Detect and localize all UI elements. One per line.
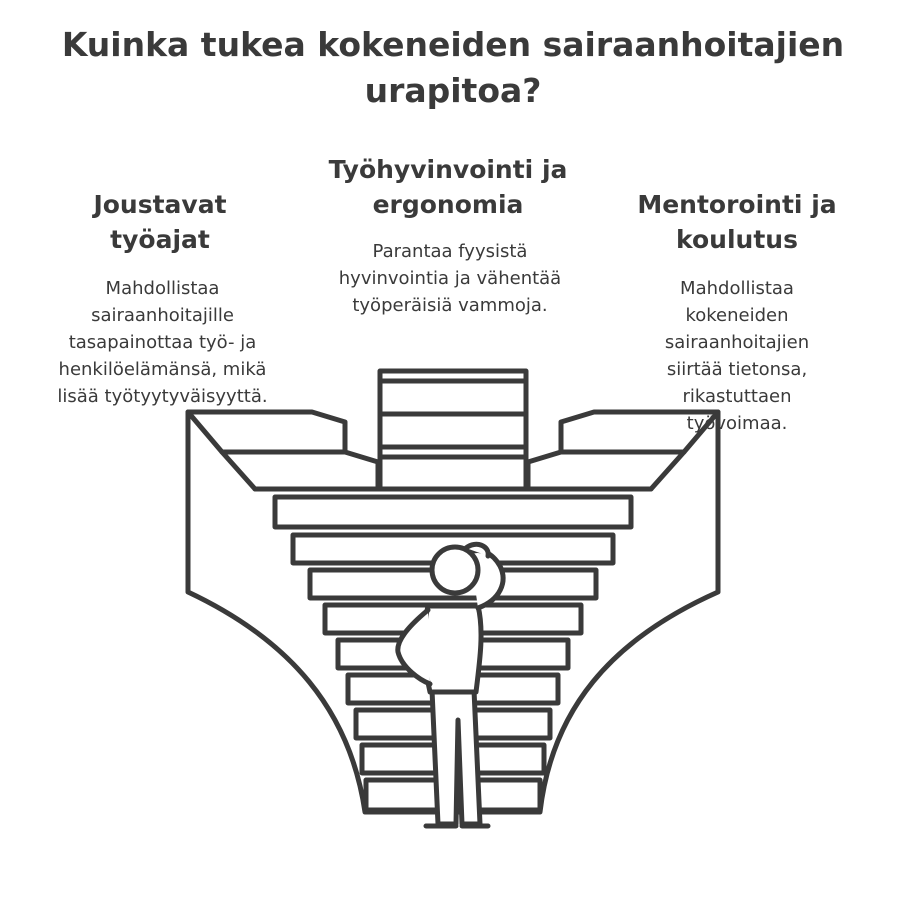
option-wellbeing-desc: Parantaa fyysistä hyvinvointia ja vähent… [338, 241, 562, 316]
right-step-top [558, 409, 721, 455]
person-figure [395, 541, 506, 829]
center-tower [377, 368, 529, 492]
option-flexible-hours-desc: Mahdollistaa sairaanhoitajille tasapaino… [57, 278, 268, 407]
option-wellbeing-title: Työhyvinvointi ja ergonomia [328, 155, 568, 219]
option-flexible-hours-title: Joustavat työajat [93, 190, 227, 254]
person-hand [463, 541, 491, 559]
right-step-2 [525, 449, 687, 492]
stair-step-1 [272, 494, 634, 530]
page-title: Kuinka tukea kokeneiden sairaanhoitajien… [61, 25, 845, 110]
left-step-top [185, 409, 348, 455]
person-legs [429, 687, 483, 827]
person-torso [421, 603, 484, 695]
option-mentoring-title: Mentorointi ja koulutus [637, 190, 837, 254]
person-left-arm [395, 607, 433, 687]
option-mentoring-desc: Mahdollistaa kokeneiden sairaanhoitajien… [664, 278, 810, 434]
left-step-2 [219, 449, 381, 492]
person-head [429, 544, 481, 596]
